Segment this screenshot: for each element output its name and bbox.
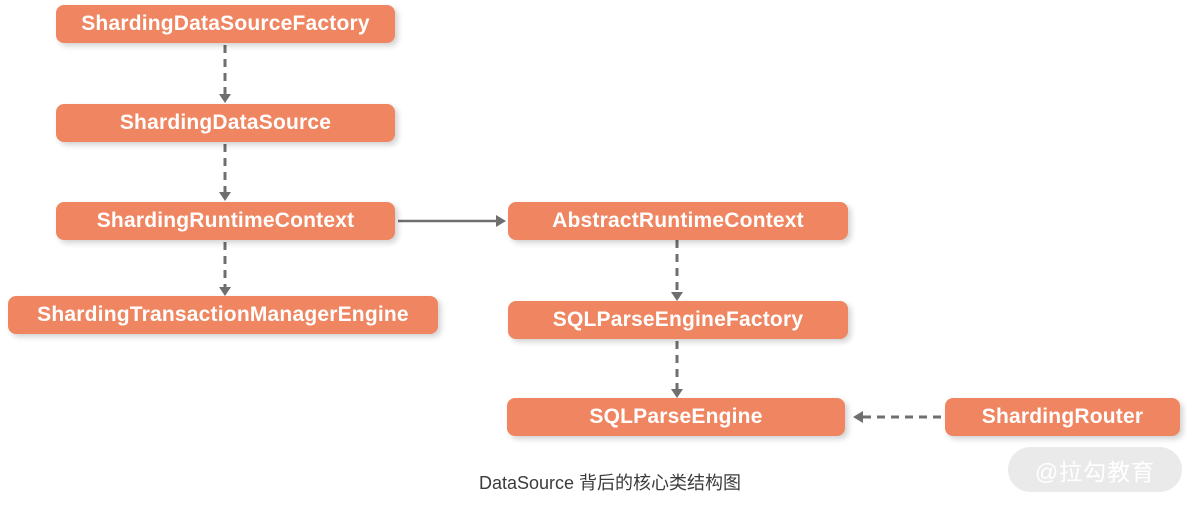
node-sql-parse-engine-factory: SQLParseEngineFactory (508, 301, 848, 339)
node-sharding-runtime-context: ShardingRuntimeContext (56, 202, 395, 240)
arrow-datasource-to-runtimecontext (219, 144, 231, 201)
node-sharding-transaction-manager-engine: ShardingTransactionManagerEngine (8, 296, 438, 334)
node-sharding-data-source: ShardingDataSource (56, 104, 395, 142)
node-sharding-router: ShardingRouter (945, 398, 1180, 436)
arrow-abstractcontext-to-parseenginefactory (671, 240, 683, 301)
node-sql-parse-engine: SQLParseEngine (507, 398, 845, 436)
diagram-caption: DataSource 背后的核心类结构图 (478, 473, 742, 493)
arrow-shardingrouter-to-parseengine (853, 411, 941, 423)
arrow-factory-to-datasource (219, 45, 231, 103)
arrow-runtimecontext-to-transactionmanager (219, 242, 231, 296)
watermark-badge: @拉勾教育 (1008, 447, 1182, 492)
arrow-runtimecontext-to-abstractcontext (398, 215, 506, 227)
node-abstract-runtime-context: AbstractRuntimeContext (508, 202, 848, 240)
arrow-parseenginefactory-to-parseengine (671, 341, 683, 398)
node-sharding-data-source-factory: ShardingDataSourceFactory (56, 5, 395, 43)
